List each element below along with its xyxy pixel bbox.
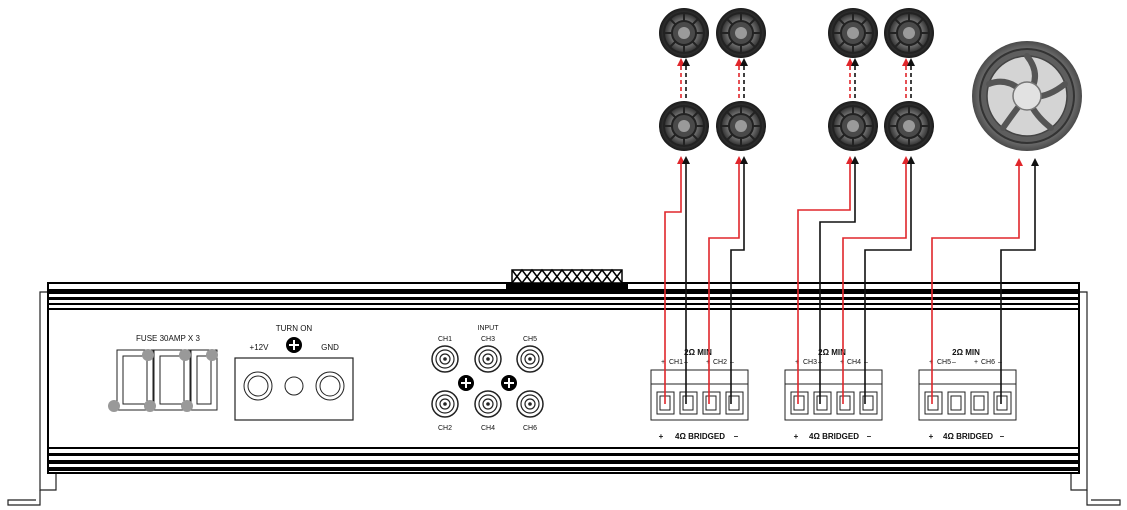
amplifier-chassis bbox=[7, 268, 1121, 506]
svg-text:+: + bbox=[661, 359, 665, 366]
ch-a-label: CH1 bbox=[669, 359, 683, 366]
ch-b-label: CH6 bbox=[981, 359, 995, 366]
svg-text:+: + bbox=[840, 359, 844, 366]
fuse-screw-icon bbox=[108, 349, 218, 412]
svg-text:+: + bbox=[974, 359, 978, 366]
small-speaker-icon bbox=[827, 100, 879, 152]
speaker-wires bbox=[664, 58, 1039, 404]
ch-a-label: CH5 bbox=[937, 359, 951, 366]
svg-text:–: – bbox=[1000, 432, 1005, 441]
bridged-label: 4Ω BRIDGED bbox=[943, 432, 993, 441]
heatsink-grill bbox=[506, 268, 628, 289]
plus12v-label: +12V bbox=[250, 343, 270, 352]
min-impedance-label: 2Ω MIN bbox=[684, 348, 712, 357]
fuse-label: FUSE 30AMP X 3 bbox=[136, 334, 200, 343]
bridged-label: 4Ω BRIDGED bbox=[809, 432, 859, 441]
min-impedance-label: 2Ω MIN bbox=[952, 348, 980, 357]
svg-text:–: – bbox=[867, 432, 872, 441]
svg-text:+: + bbox=[795, 359, 799, 366]
svg-text:+: + bbox=[706, 359, 710, 366]
ch5-input-label: CH5 bbox=[523, 336, 537, 343]
small-speaker-icon bbox=[715, 7, 767, 59]
input-title: INPUT bbox=[478, 325, 500, 332]
rca-jack-icon[interactable] bbox=[431, 345, 459, 373]
small-speaker-icon bbox=[658, 100, 710, 152]
svg-text:–: – bbox=[952, 359, 956, 366]
small-speaker-icon bbox=[883, 7, 935, 59]
ch2-input-label: CH2 bbox=[438, 425, 452, 432]
small-speaker-icon bbox=[883, 100, 935, 152]
speakers bbox=[658, 7, 1082, 152]
subwoofer-icon bbox=[972, 41, 1082, 151]
svg-text:+: + bbox=[929, 359, 933, 366]
svg-text:–: – bbox=[864, 359, 868, 366]
ch6-input-label: CH6 bbox=[523, 425, 537, 432]
small-speaker-icon bbox=[715, 100, 767, 152]
bridged-label: 4Ω BRIDGED bbox=[675, 432, 725, 441]
rca-jack-icon[interactable] bbox=[474, 390, 502, 418]
svg-text:+: + bbox=[659, 432, 664, 441]
screw-icon bbox=[500, 374, 518, 392]
power-panel: TURN ON +12V GND bbox=[234, 324, 354, 421]
rca-jack-icon[interactable] bbox=[516, 390, 544, 418]
ch4-input-label: CH4 bbox=[481, 425, 495, 432]
fuse-panel: FUSE 30AMP X 3 bbox=[108, 334, 218, 412]
svg-text:–: – bbox=[998, 359, 1002, 366]
rca-input-panel: INPUT CH1 CH3 CH5 CH2 CH4 CH6 bbox=[431, 325, 544, 432]
turn-on-label: TURN ON bbox=[276, 324, 313, 333]
svg-text:–: – bbox=[734, 432, 739, 441]
rca-jack-icon[interactable] bbox=[431, 390, 459, 418]
rca-jack-icon[interactable] bbox=[516, 345, 544, 373]
gnd-label: GND bbox=[321, 343, 339, 352]
ch3-input-label: CH3 bbox=[481, 336, 495, 343]
small-speaker-icon bbox=[658, 7, 710, 59]
min-impedance-label: 2Ω MIN bbox=[818, 348, 846, 357]
speaker-terminal-block[interactable] bbox=[784, 369, 883, 421]
svg-text:–: – bbox=[730, 359, 734, 366]
ch-b-label: CH4 bbox=[847, 359, 861, 366]
ch-b-label: CH2 bbox=[713, 359, 727, 366]
small-speaker-icon bbox=[827, 7, 879, 59]
screw-icon bbox=[457, 374, 475, 392]
rca-jack-icon[interactable] bbox=[474, 345, 502, 373]
ch-a-label: CH3 bbox=[803, 359, 817, 366]
svg-text:+: + bbox=[929, 432, 934, 441]
turn-on-screw-icon[interactable] bbox=[285, 336, 303, 354]
svg-text:+: + bbox=[794, 432, 799, 441]
terminal-block-3: 2Ω MIN + CH5 – + CH6 – + 4Ω BRIDGED – bbox=[918, 348, 1017, 441]
ch1-input-label: CH1 bbox=[438, 336, 452, 343]
